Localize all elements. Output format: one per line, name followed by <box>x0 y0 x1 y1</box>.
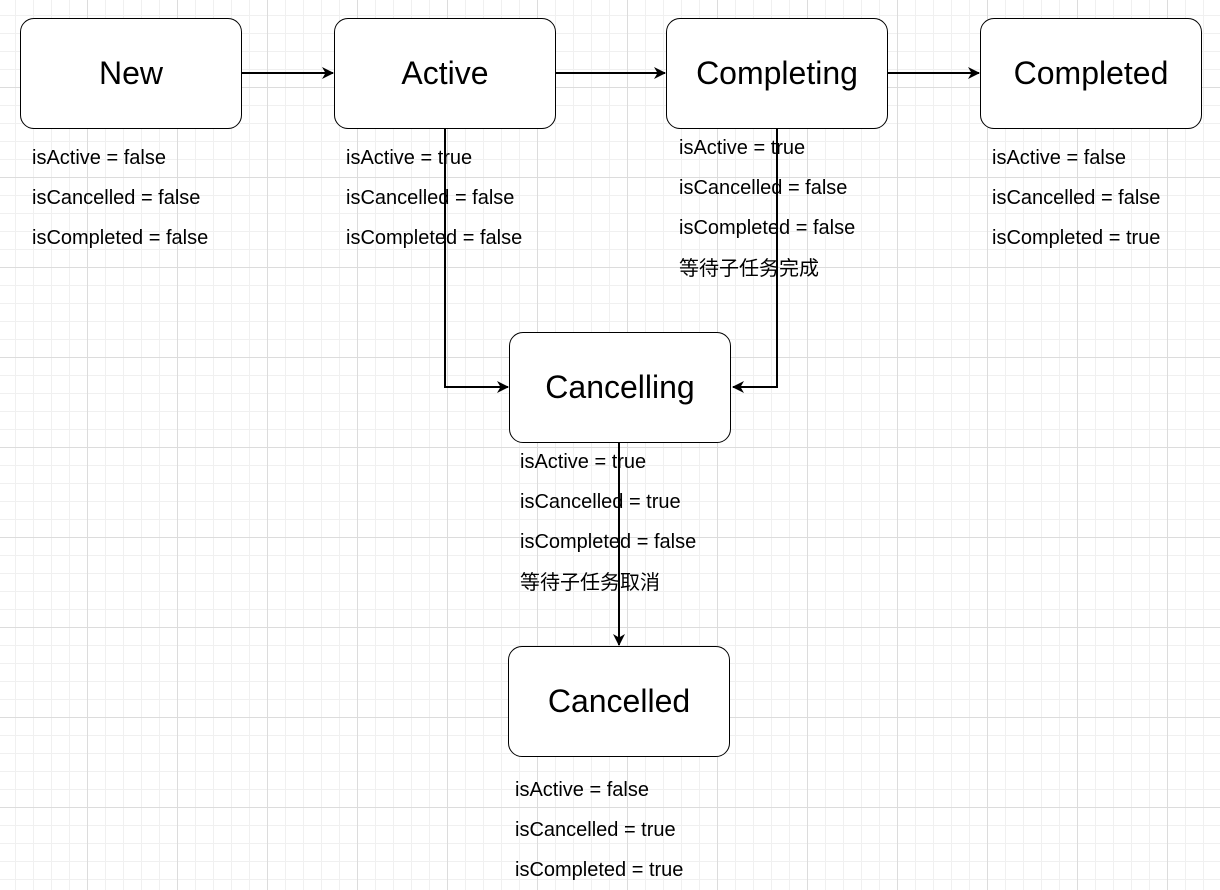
state-completed-label: Completed <box>1013 55 1169 91</box>
state-completing: Completing <box>666 18 888 129</box>
state-completing-note: 等待子任务完成 <box>679 256 819 280</box>
prop-is-active: isActive = true <box>520 451 647 473</box>
prop-is-cancelled: isCancelled = false <box>32 187 201 209</box>
prop-is-completed: isCompleted = false <box>520 531 697 553</box>
state-completed: Completed <box>980 18 1202 129</box>
prop-is-completed: isCompleted = false <box>32 227 209 249</box>
prop-is-active: isActive = false <box>515 779 649 801</box>
prop-is-cancelled: isCancelled = false <box>679 177 848 199</box>
prop-is-completed: isCompleted = true <box>992 227 1161 249</box>
state-completing-label: Completing <box>696 55 858 91</box>
prop-is-active: isActive = true <box>679 137 806 159</box>
state-completed-properties: isActive = false isCancelled = false isC… <box>992 138 1160 258</box>
state-cancelled: Cancelled <box>508 646 730 757</box>
state-cancelling: Cancelling <box>509 332 731 443</box>
state-new: New <box>20 18 242 129</box>
prop-is-completed: isCompleted = false <box>346 227 523 249</box>
prop-is-completed: isCompleted = false <box>679 217 856 239</box>
state-cancelled-properties: isActive = false isCancelled = true isCo… <box>515 770 683 890</box>
prop-is-completed: isCompleted = true <box>515 859 684 881</box>
prop-is-active: isActive = false <box>32 147 166 169</box>
state-active: Active <box>334 18 556 129</box>
state-cancelling-label: Cancelling <box>545 369 695 405</box>
prop-is-cancelled: isCancelled = true <box>520 491 681 513</box>
state-cancelled-label: Cancelled <box>547 683 691 719</box>
state-cancelling-properties: isActive = true isCancelled = true isCom… <box>520 442 696 602</box>
state-new-label: New <box>98 55 163 91</box>
prop-is-cancelled: isCancelled = true <box>515 819 676 841</box>
state-completing-properties: isActive = true isCancelled = false isCo… <box>679 128 855 288</box>
prop-is-active: isActive = true <box>346 147 473 169</box>
prop-is-cancelled: isCancelled = false <box>346 187 515 209</box>
prop-is-cancelled: isCancelled = false <box>992 187 1161 209</box>
state-cancelling-note: 等待子任务取消 <box>520 570 660 594</box>
prop-is-active: isActive = false <box>992 147 1126 169</box>
state-active-label: Active <box>401 55 489 91</box>
state-active-properties: isActive = true isCancelled = false isCo… <box>346 138 522 258</box>
state-new-properties: isActive = false isCancelled = false isC… <box>32 138 208 258</box>
